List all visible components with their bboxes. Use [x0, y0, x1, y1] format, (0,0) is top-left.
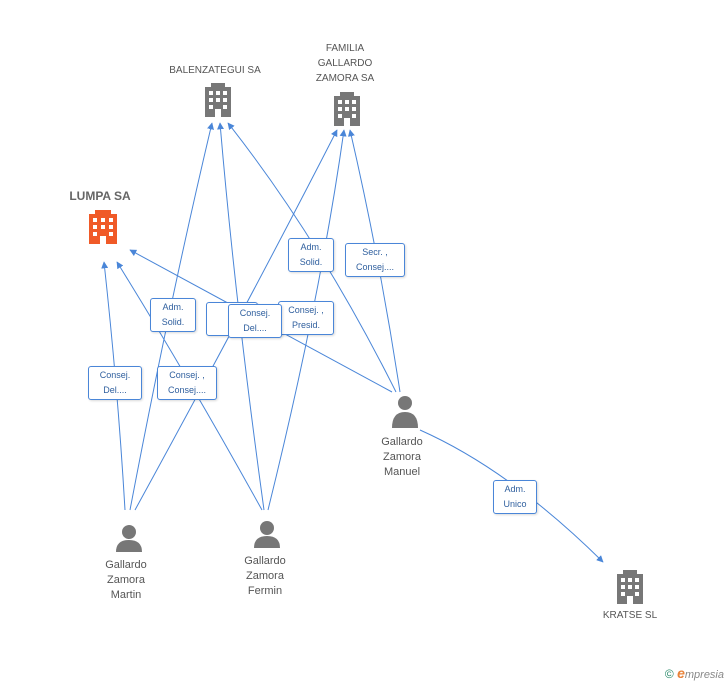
balenzategui-building-icon	[205, 83, 231, 117]
edge-label-line: Solid.	[161, 317, 185, 327]
edge-label-line: Consej. ,	[169, 370, 205, 380]
edge-label-line: Adm.	[300, 242, 322, 252]
lumpa-label[interactable]: LUMPA SA	[69, 189, 131, 203]
fermin-label-line-1: Gallardo	[244, 555, 286, 567]
familia-label[interactable]: FAMILIA GALLARDO ZAMORA SA	[300, 41, 390, 86]
edge-label-consej-presid[interactable]: Consej. , Presid.	[278, 301, 334, 335]
lumpa-building-icon	[89, 210, 117, 244]
familia-label-line-2: GALLARDO	[317, 58, 373, 69]
edge-label-adm-solid-left[interactable]: Adm. Solid.	[150, 298, 196, 332]
edge-label-line: Solid.	[299, 257, 323, 267]
copyright-icon: ©	[664, 667, 674, 681]
manuel-label-line-3: Manuel	[383, 466, 421, 478]
fermin-label[interactable]: Gallardo Zamora Fermin	[225, 554, 305, 599]
edge-label-line: Adm.	[162, 302, 184, 312]
brand-rest: mpresia	[684, 669, 724, 681]
familia-label-line-1: FAMILIA	[325, 43, 365, 54]
kratse-label[interactable]: KRATSE SL	[602, 610, 658, 621]
manuel-label[interactable]: Gallardo Zamora Manuel	[362, 435, 442, 480]
kratse-building-icon	[617, 570, 643, 604]
edge-label-line: Consej.	[239, 308, 271, 318]
edge-label-line: Secr. ,	[362, 247, 388, 257]
brand-e: e	[677, 665, 685, 681]
edge-label-consej-del-left[interactable]: Consej. Del....	[88, 366, 142, 400]
edge-label-adm-solid-top[interactable]: Adm. Solid.	[288, 238, 334, 272]
manuel-label-line-1: Gallardo	[381, 436, 423, 448]
edge-label-line: Consej.	[99, 370, 131, 380]
fermin-person-icon	[254, 521, 280, 548]
edge-label-line: Del....	[103, 385, 127, 395]
familia-label-line-3: ZAMORA SA	[315, 73, 375, 84]
fermin-label-line-3: Fermin	[247, 585, 283, 597]
edge-label-secr-consej[interactable]: Secr. , Consej....	[345, 243, 405, 277]
edge-label-consej-del-front[interactable]: Consej. Del....	[228, 304, 282, 338]
edge-label-line: Presid.	[291, 320, 320, 330]
martin-label-line-1: Gallardo	[105, 559, 147, 571]
edge-label-line: Consej. ,	[288, 305, 324, 315]
manuel-person-icon	[392, 396, 418, 428]
martin-label-line-2: Zamora	[107, 574, 145, 586]
fermin-label-line-2: Zamora	[246, 570, 284, 582]
martin-person-icon	[116, 525, 142, 552]
edge-label-adm-unico[interactable]: Adm. Unico	[493, 480, 537, 514]
empresia-logo: © empresia	[665, 665, 724, 681]
balenzategui-label[interactable]: BALENZATEGUI SA	[169, 65, 261, 76]
edge-label-line: Consej....	[355, 262, 395, 272]
manuel-label-line-2: Zamora	[383, 451, 421, 463]
edge-label-consej-consej[interactable]: Consej. , Consej....	[157, 366, 217, 400]
edge-label-line: Consej....	[167, 385, 207, 395]
edge-label-line: Adm.	[504, 484, 526, 494]
familia-building-icon	[334, 92, 360, 126]
martin-label-line-3: Martin	[110, 589, 142, 601]
martin-label[interactable]: Gallardo Zamora Martin	[86, 558, 166, 603]
edge-label-line: Del....	[243, 323, 267, 333]
edge-label-line: Unico	[503, 499, 527, 509]
